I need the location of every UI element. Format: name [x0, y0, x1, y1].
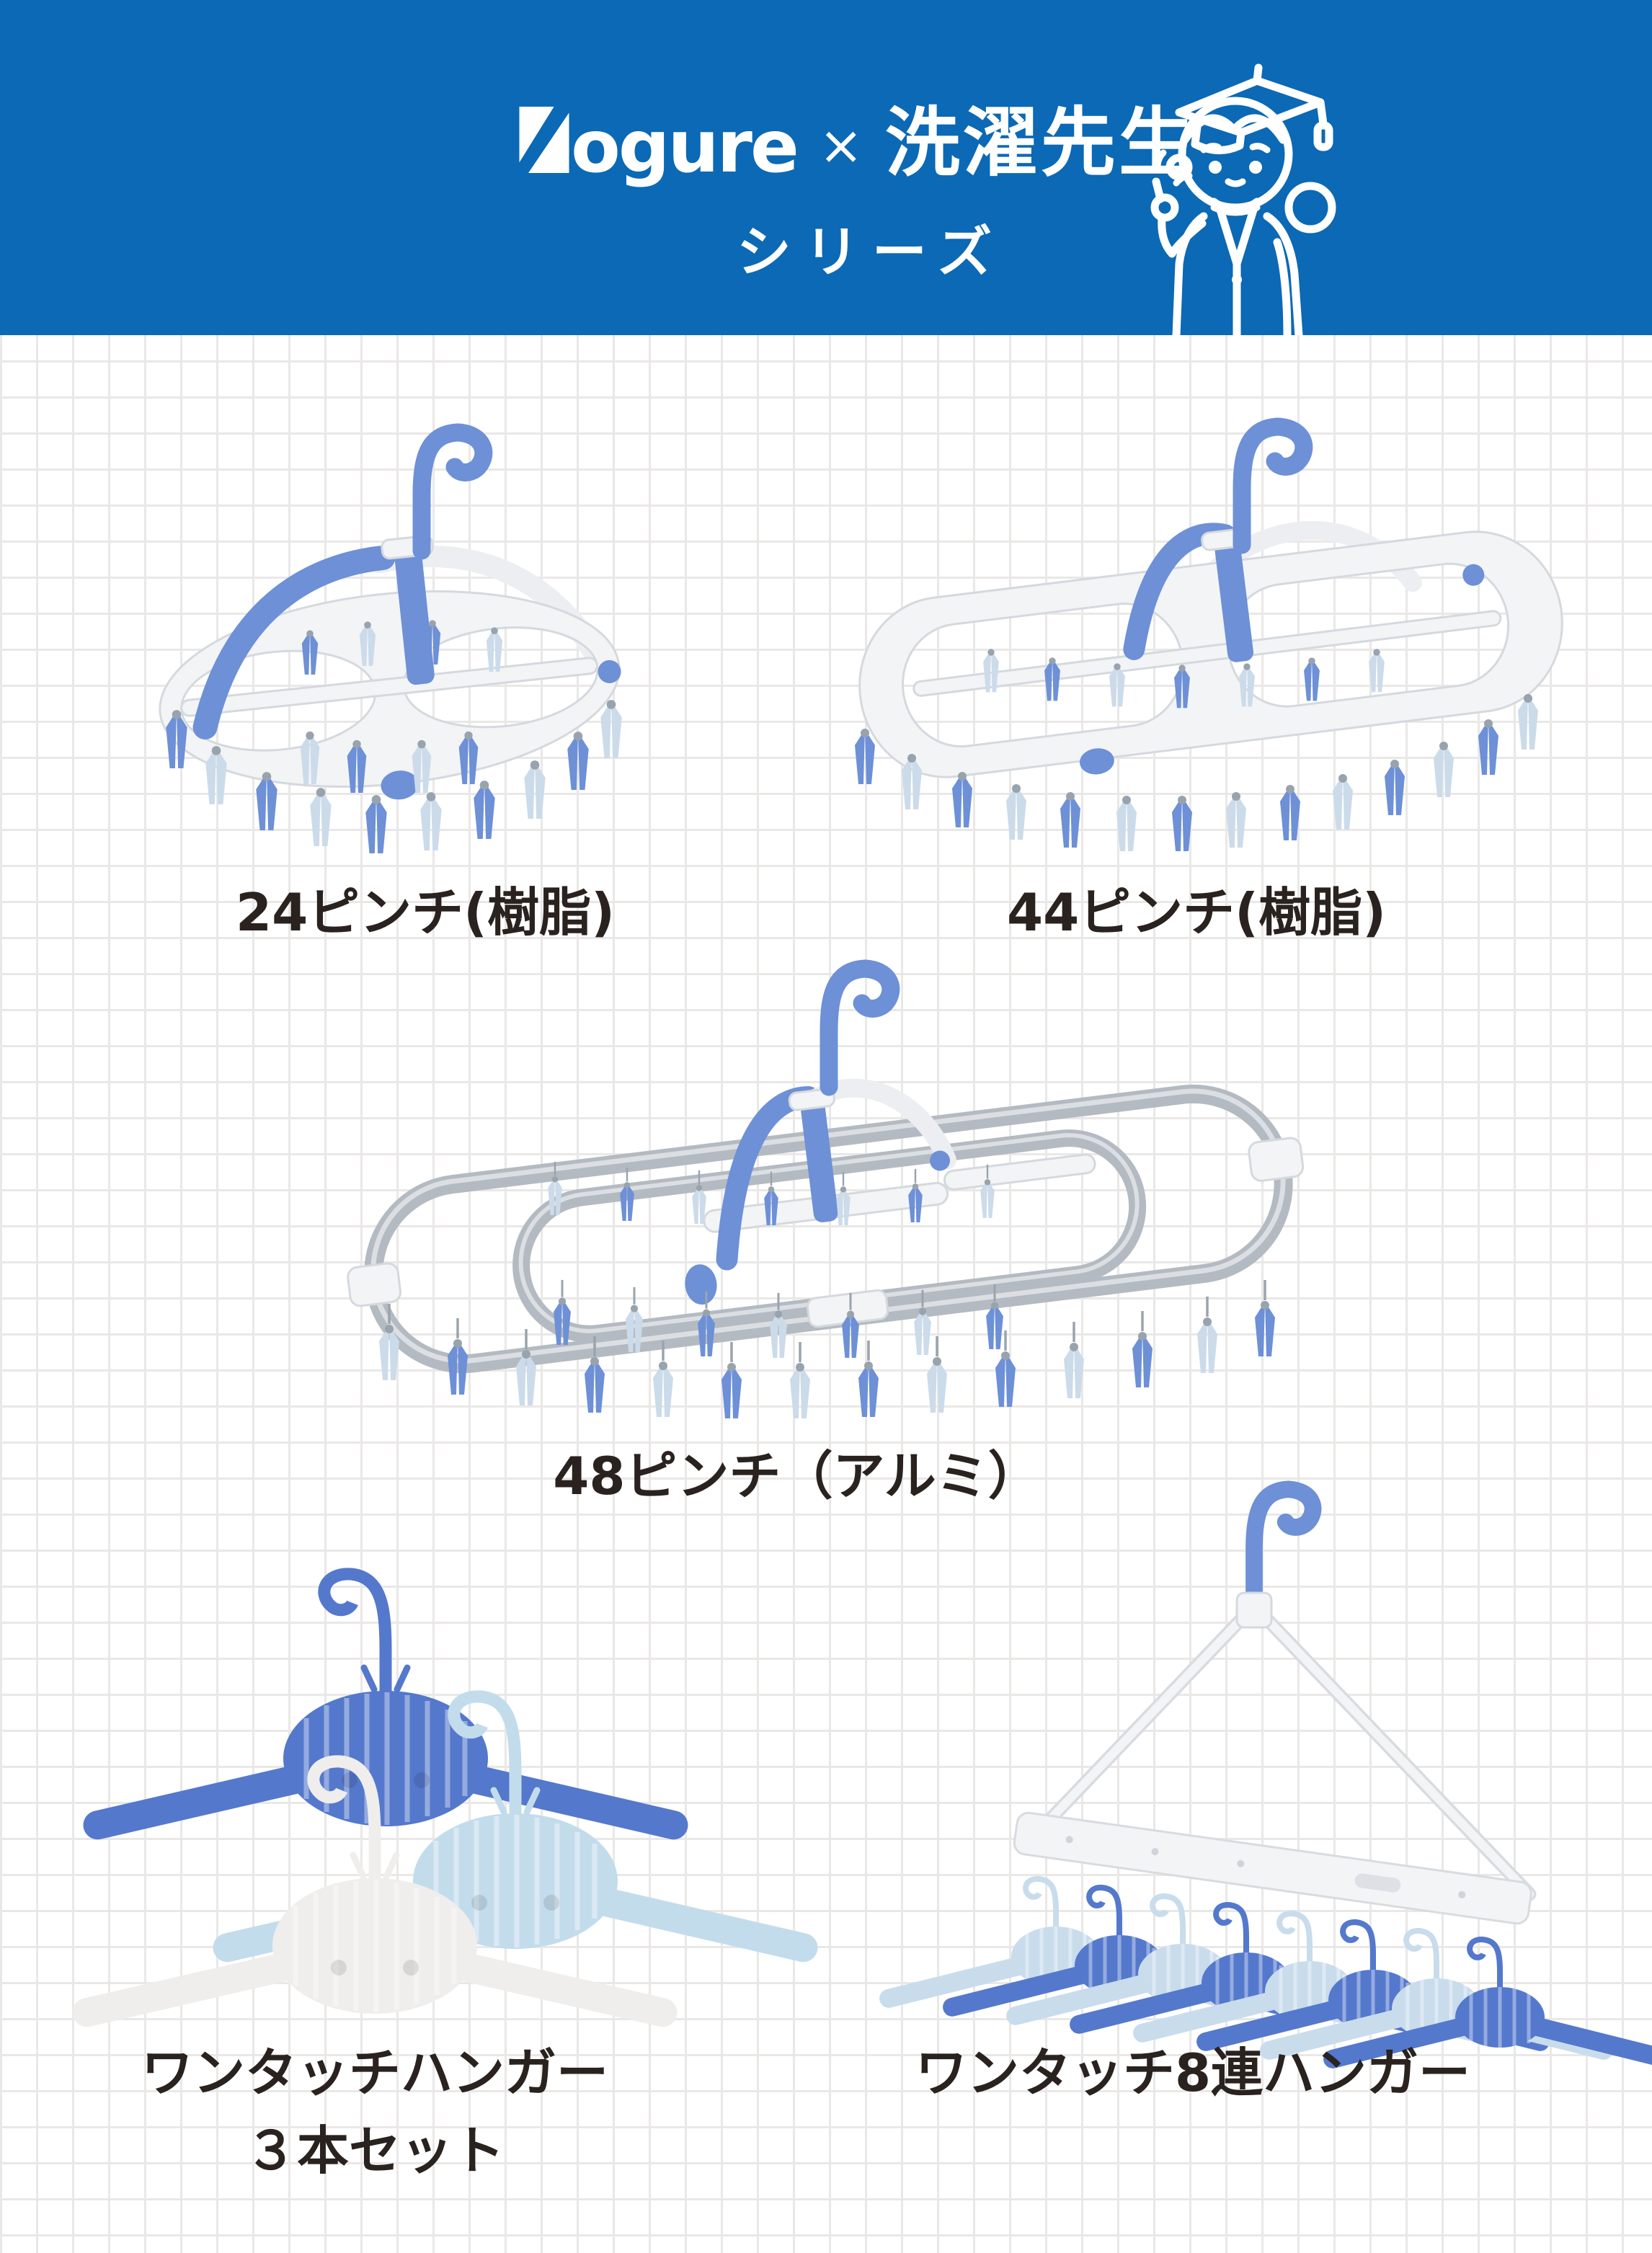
- brand-logo-text: ogure: [571, 105, 799, 189]
- laundry-teacher-mascot-illustration: [1150, 63, 1336, 335]
- product-caption-one-touch-3set: ワンタッチハンガー ３本セット: [50, 2034, 699, 2190]
- brand-lockup: ogure × 洗濯先生: [497, 99, 1218, 186]
- product-caption-one-touch-8: ワンタッチ8連ハンガー: [915, 2043, 1471, 2103]
- series-label: シリーズ: [736, 220, 1005, 284]
- product-photo-48-pinch-aluminum: [347, 959, 1305, 1449]
- product-photo-44-pinch-resin: [855, 424, 1563, 851]
- collab-x-mark: ×: [818, 115, 863, 177]
- partner-logo-text: 洗濯先生: [884, 99, 1196, 187]
- product-photo-one-touch-3set: [40, 1542, 775, 2022]
- header-banner: ogure × 洗濯先生 シリーズ: [0, 0, 1652, 335]
- caption-line: ワンタッチハンガー: [141, 2043, 608, 2103]
- product-photo-one-touch-8-hanger: [851, 1483, 1651, 2038]
- hanger-hook: [422, 432, 484, 551]
- hanger-hook: [1254, 1489, 1313, 1601]
- product-photo-24-pinch-resin: [159, 369, 622, 853]
- caption-line: ３本セット: [244, 2120, 505, 2181]
- product-caption-48-pinch: 48ピンチ（アルミ）: [553, 1446, 1040, 1506]
- kogure-k-mark-icon: [519, 107, 569, 173]
- product-caption-44-pinch: 44ピンチ(樹脂): [1006, 882, 1386, 943]
- hanger-hook: [829, 969, 891, 1087]
- product-caption-24-pinch: 24ピンチ(樹脂): [235, 882, 615, 943]
